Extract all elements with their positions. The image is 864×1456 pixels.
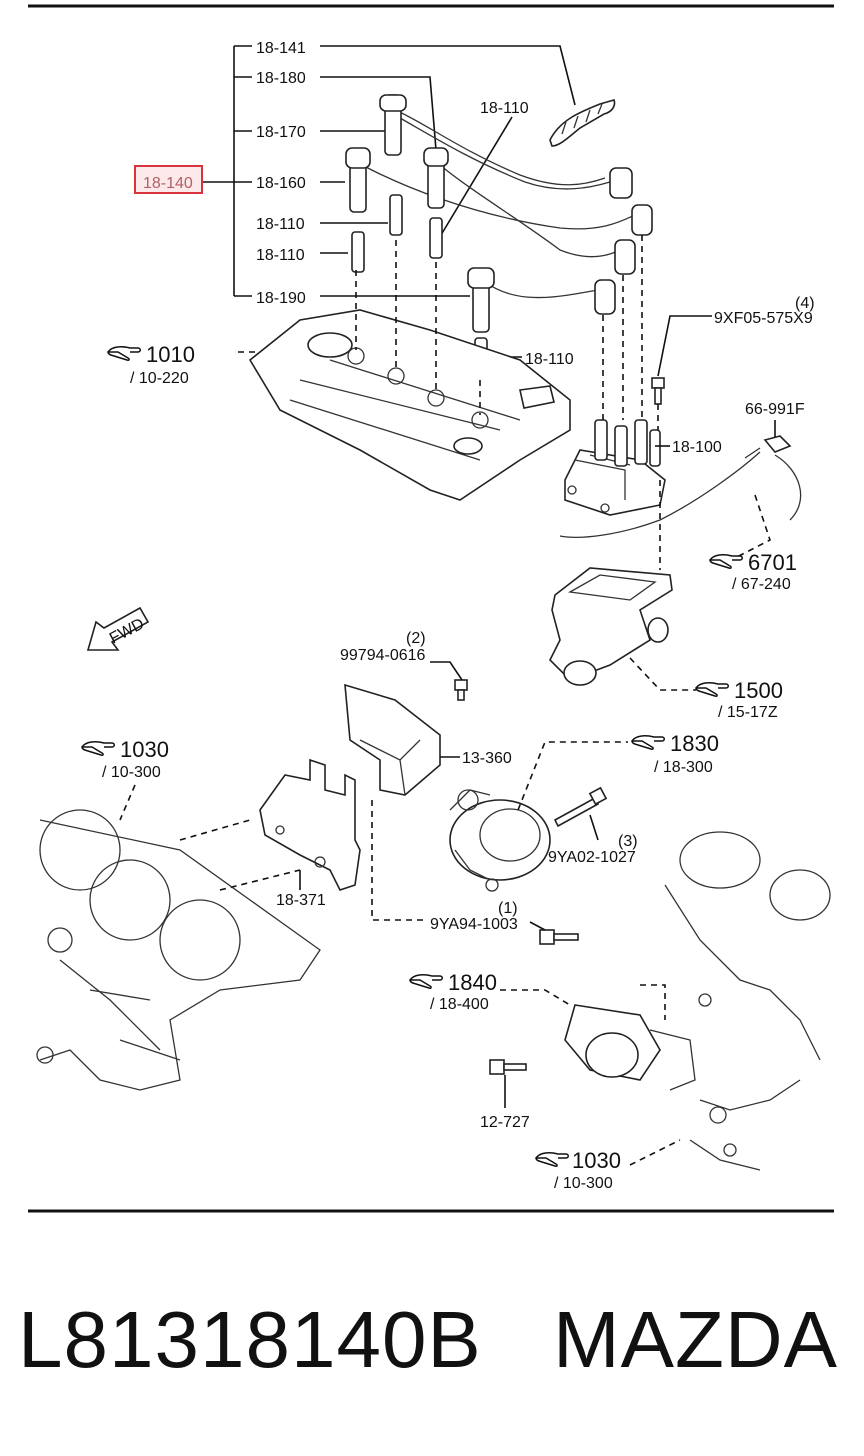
callout-18-110-c: 18-110	[480, 100, 529, 117]
bolt-9ya94-1003	[529, 921, 579, 945]
svg-text:6701: 6701	[748, 550, 797, 575]
callout-bracket	[202, 45, 252, 297]
parts-diagram: 18-140 18-141 18-180 18-170 18-160 18-11…	[28, 4, 834, 1213]
ignition-coil	[564, 419, 666, 516]
alternator	[449, 789, 551, 892]
qty-9xf05: (4)	[795, 295, 815, 312]
callout-18-371: 18-371	[276, 892, 326, 909]
svg-text:1010: 1010	[146, 342, 195, 367]
svg-text:/ 18-300: / 18-300	[654, 759, 713, 776]
qty-9ya94: (1)	[498, 900, 518, 917]
thermostat-housing	[549, 567, 673, 686]
svg-text:/ 10-220: / 10-220	[130, 370, 189, 387]
callout-18-180: 18-180	[256, 70, 306, 87]
qty-9ya02: (3)	[618, 833, 638, 850]
callout-9xf05-575x9: 9XF05-575X9	[714, 310, 813, 327]
svg-text:1830: 1830	[670, 731, 719, 756]
ref-1500: 1500 / 15-17Z	[695, 678, 783, 721]
ref-1030-left: 1030 / 10-300	[81, 737, 169, 781]
ref-1840: 1840 / 18-400	[409, 970, 497, 1013]
harness-connector	[559, 435, 802, 559]
callout-9ya02-1027: 9YA02-1027	[548, 849, 636, 866]
bolt-12-727	[489, 1059, 527, 1108]
callout-18-141: 18-141	[256, 40, 306, 57]
callout-18-190: 18-190	[256, 290, 306, 307]
brand-name: MAZDA	[553, 1295, 838, 1384]
callout-13-360: 13-360	[462, 750, 512, 767]
bolt-9ya02-1027	[553, 786, 608, 841]
ref-1030-right: 1030 / 10-300	[535, 1148, 621, 1192]
svg-text:/ 67-240: / 67-240	[732, 576, 791, 593]
callout-18-110-a: 18-110	[256, 216, 305, 233]
callout-18-140: 18-140	[143, 175, 193, 192]
callout-18-170: 18-170	[256, 124, 306, 141]
cover-13-360	[344, 683, 441, 796]
ref-6701: 6701 / 67-240	[709, 550, 797, 593]
callout-18-110-b: 18-110	[256, 247, 305, 264]
ref-1010: 1010 / 10-220	[107, 342, 195, 387]
callout-99794-0616: 99794-0616	[340, 647, 426, 664]
fwd-arrow: FWD	[86, 606, 150, 651]
callout-12-727: 12-727	[480, 1114, 530, 1131]
cylinder-head-cover	[248, 309, 571, 501]
bracket-18-371	[259, 758, 361, 891]
starter-motor	[564, 1004, 696, 1091]
svg-text:/ 18-400: / 18-400	[430, 996, 489, 1013]
svg-text:1030: 1030	[120, 737, 169, 762]
svg-text:/ 10-300: / 10-300	[102, 764, 161, 781]
leader-lines	[320, 45, 576, 358]
engine-block-left	[36, 809, 321, 1091]
qty-99794: (2)	[406, 630, 426, 647]
svg-text:1500: 1500	[734, 678, 783, 703]
callout-9ya94-1003: 9YA94-1003	[430, 916, 518, 933]
ignition-wires	[361, 109, 636, 299]
callout-66-991f: 66-991F	[745, 401, 805, 418]
part-number: L81318140B	[18, 1295, 482, 1384]
callout-18-160: 18-160	[256, 175, 306, 192]
svg-text:1840: 1840	[448, 970, 497, 995]
wire-separator-clip	[549, 99, 616, 147]
svg-text:/ 10-300: / 10-300	[554, 1175, 613, 1192]
callout-18-100: 18-100	[672, 439, 722, 456]
highlight-box	[134, 165, 203, 194]
svg-text:/ 15-17Z: / 15-17Z	[718, 704, 778, 721]
bolt-99794-0616	[430, 661, 468, 701]
wire-boots	[345, 94, 653, 333]
svg-text:1030: 1030	[572, 1148, 621, 1173]
ref-1830: 1830 / 18-300	[631, 731, 719, 776]
bolt-9xf05	[651, 315, 712, 430]
engine-block-right	[664, 831, 831, 1171]
callout-18-110-d: 18-110	[525, 351, 574, 368]
footer: L81318140B MAZDA	[0, 1290, 864, 1410]
